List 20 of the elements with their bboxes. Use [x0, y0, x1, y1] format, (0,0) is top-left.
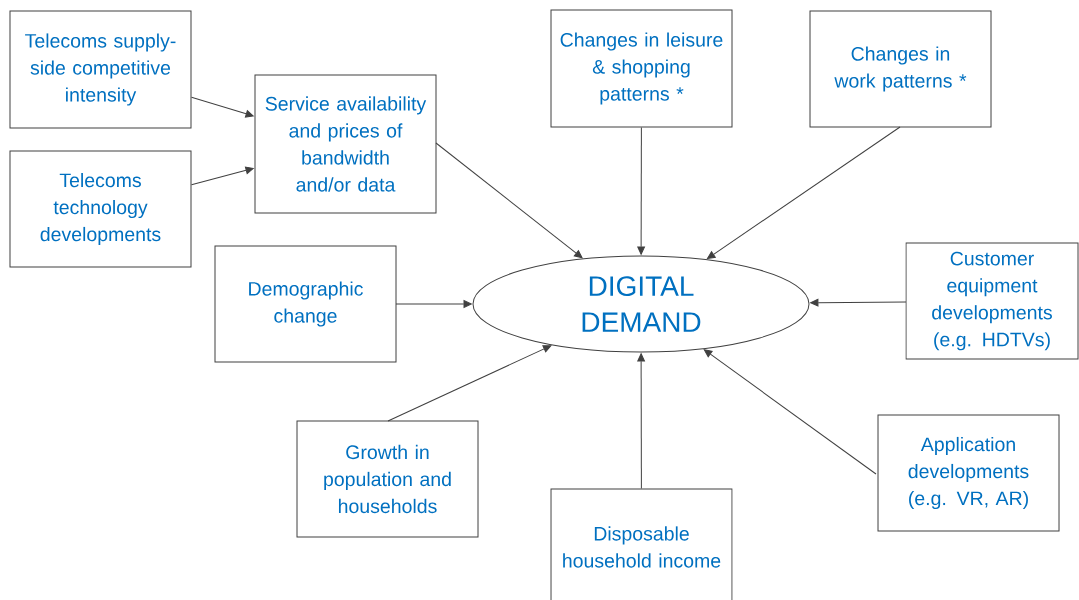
factor-box: Service availability and prices of bandwidth and/or data	[254, 74, 437, 214]
arrow	[191, 166, 254, 186]
factor-box: Application developments (e.g. VR, AR)	[877, 414, 1060, 532]
arrow	[637, 353, 645, 489]
arrow	[191, 96, 254, 118]
arrow	[637, 127, 645, 255]
arrow	[435, 142, 583, 259]
arrow	[703, 349, 877, 475]
factor-box: Telecoms technology developments	[9, 150, 192, 268]
arrow	[810, 298, 907, 307]
arrow	[387, 345, 552, 422]
factor-box: Growth in population and households	[296, 420, 479, 538]
factor-box: Disposable household income	[550, 488, 733, 600]
factor-box: Changes in leisure & shopping patterns *	[550, 9, 733, 128]
arrow	[395, 300, 472, 308]
factor-box: Telecoms supply-side competitive intensity	[9, 10, 192, 129]
factor-box: Demographic change	[214, 245, 397, 363]
arrow	[706, 126, 901, 260]
factor-box: Customer equipment developments (e.g. HDTVs)	[905, 242, 1079, 360]
factor-box: Changes in work patterns *	[809, 10, 992, 128]
